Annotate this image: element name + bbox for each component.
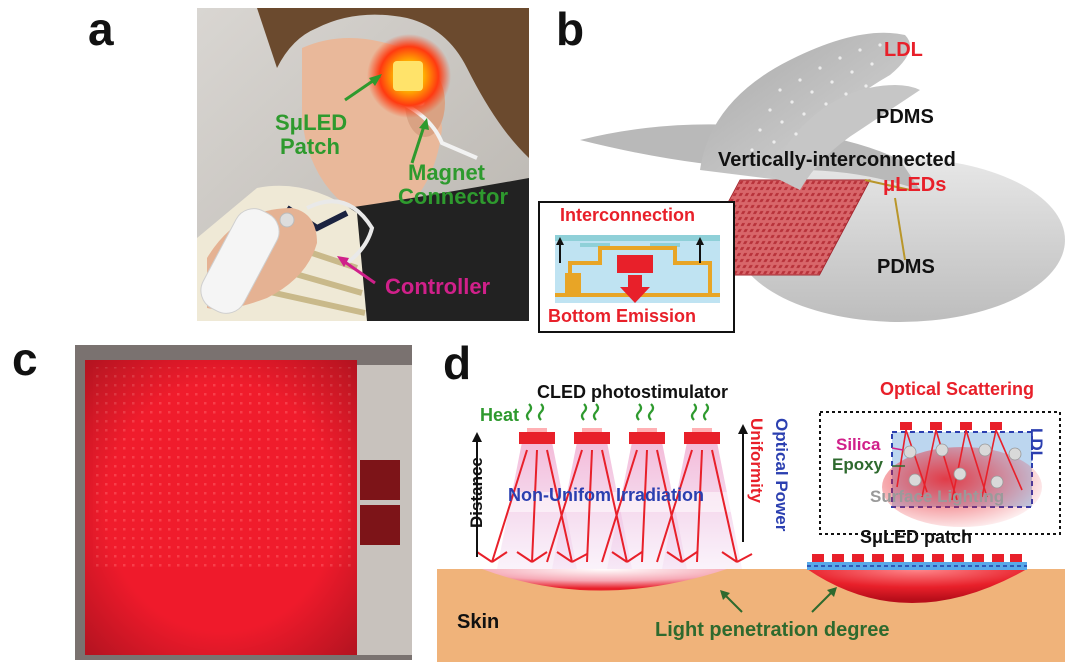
label-magnet-line2: Connector xyxy=(398,184,508,209)
panel-a-photo xyxy=(197,8,529,321)
label-optical-scattering: Optical Scattering xyxy=(880,379,1035,399)
label-distance: Distance xyxy=(467,457,486,528)
label-optical-power: Optical Power xyxy=(772,418,791,532)
label-vertically-interconnected: Vertically-interconnected xyxy=(718,149,956,171)
label-heat: Heat xyxy=(480,405,520,425)
label-surface-lighting: Surface Lighting xyxy=(870,487,1005,506)
panel-b-device xyxy=(560,20,1065,325)
inset-illustration xyxy=(555,235,720,303)
device-illustration xyxy=(580,32,1065,322)
panel-letter-a: a xyxy=(88,3,114,55)
label-bottom-emission: Bottom Emission xyxy=(548,306,697,326)
label-patch-line2: Patch xyxy=(280,134,340,159)
label-smled-patch: SμLED patch xyxy=(860,527,973,547)
interconnection-inset xyxy=(538,201,735,333)
panel-letter-d: d xyxy=(443,337,472,389)
panel-letter-b: b xyxy=(556,3,585,55)
panel-c-photo xyxy=(75,345,412,660)
label-silica: Silica xyxy=(836,435,881,454)
panel-letter-c: c xyxy=(12,333,38,385)
label-light-penetration: Light penetration degree xyxy=(655,619,890,641)
label-pdms-bottom: PDMS xyxy=(877,256,935,278)
label-epoxy: Epoxy xyxy=(832,455,884,474)
label-ldl-d: LDL xyxy=(1027,428,1046,462)
led-array-photo xyxy=(75,345,412,660)
label-interconnection: Interconnection xyxy=(560,205,696,225)
label-magnet-line1: Magnet xyxy=(408,160,485,185)
photo-illustration xyxy=(197,8,529,321)
label-controller: Controller xyxy=(385,274,491,299)
label-skin: Skin xyxy=(457,611,500,633)
label-cled: CLED photostimulator xyxy=(537,382,728,402)
label-pdms-top: PDMS xyxy=(876,106,934,128)
panel-d-diagram xyxy=(437,392,1065,662)
label-non-uniform: Non-Unifom Irradiation xyxy=(508,485,704,505)
photostimulation-diagram xyxy=(437,403,1065,662)
label-uleds: μLEDs xyxy=(883,174,947,196)
label-uniformity: Uniformity xyxy=(747,418,766,503)
label-ldl-b: LDL xyxy=(884,39,923,61)
label-patch-line1: SμLED xyxy=(275,110,348,135)
